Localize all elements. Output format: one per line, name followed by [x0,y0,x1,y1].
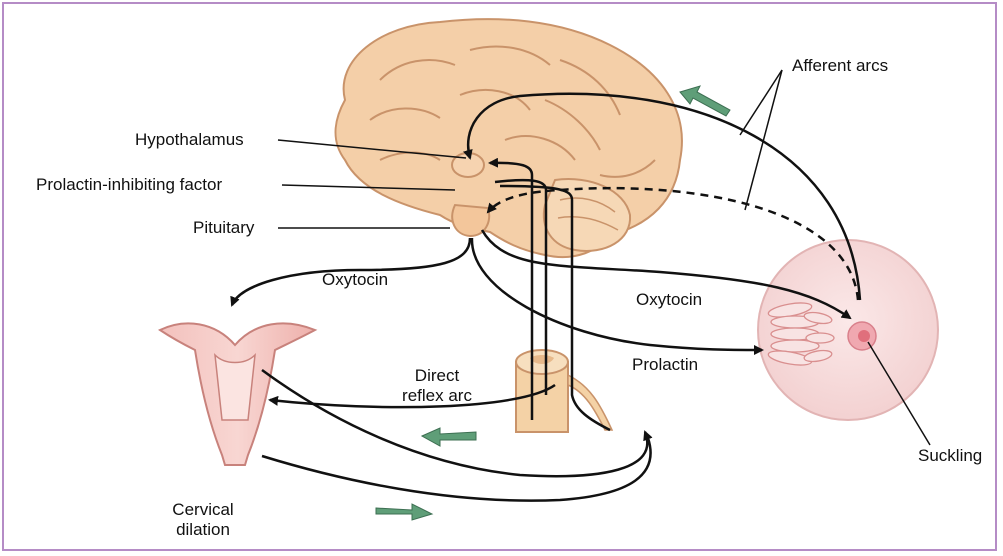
hypothalamus-label: Hypothalamus [135,130,244,150]
direct-reflex-arc-label-line1: Direct [392,366,482,386]
prolactin-label: Prolactin [632,355,698,375]
spinal-cord [516,350,612,432]
oxytocin-uterus-label: Oxytocin [322,270,388,290]
uterus [160,323,315,465]
oxytocin-breast-label: Oxytocin [636,290,702,310]
prolactin-inhibiting-factor-label: Prolactin-inhibiting factor [36,175,222,195]
cervical-dilation-label-line1: Cervical [158,500,248,520]
direct-reflex-arc-label-line2: reflex arc [392,386,482,406]
cervical-dilation-label-line2: dilation [158,520,248,540]
pituitary-label: Pituitary [193,218,254,238]
suckling-label: Suckling [918,446,982,466]
afferent-arcs-label: Afferent arcs [792,56,888,76]
brain [336,19,682,257]
